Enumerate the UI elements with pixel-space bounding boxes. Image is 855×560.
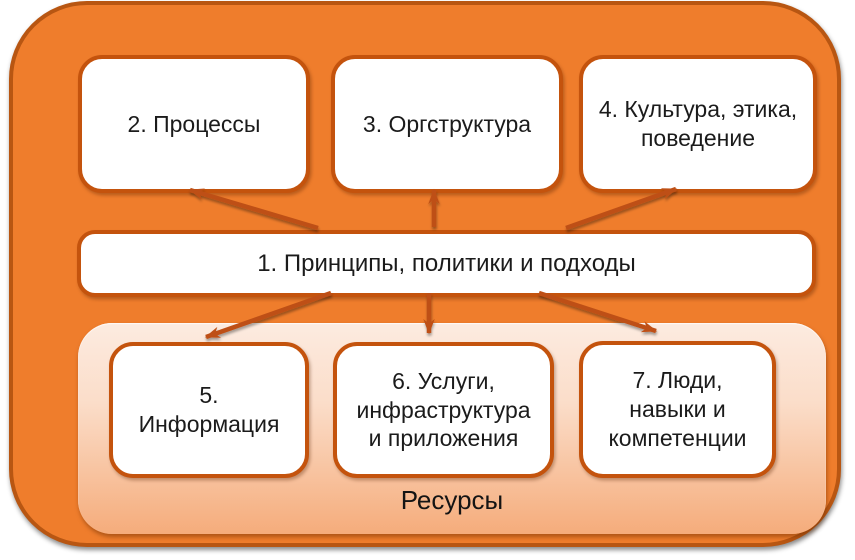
box-services-infrastructure-apps: 6. Услуги, инфраструктура и приложения bbox=[333, 342, 554, 478]
resources-group-label: Ресурсы bbox=[400, 485, 504, 515]
box-services-infrastructure-apps-label: 6. Услуги, инфраструктура и приложения bbox=[356, 367, 531, 452]
box-information: 5. Информация bbox=[109, 342, 309, 478]
governance-enablers-container: 2. Процессы 3. Оргструктура 4. Культура,… bbox=[9, 1, 841, 547]
box-culture-ethics-behavior-label: 4. Культура, этика, поведение bbox=[598, 96, 798, 151]
box-principles-policies-label: 1. Принципы, политики и подходы bbox=[257, 249, 636, 277]
box-processes: 2. Процессы bbox=[78, 55, 310, 193]
box-people-skills-competencies: 7. Люди, навыки и компетенции bbox=[579, 341, 776, 478]
box-principles-policies: 1. Принципы, политики и подходы bbox=[77, 230, 816, 297]
box-culture-ethics-behavior: 4. Культура, этика, поведение bbox=[579, 55, 817, 193]
box-org-structure-label: 3. Оргструктура bbox=[362, 110, 532, 137]
box-processes-label: 2. Процессы bbox=[127, 110, 261, 137]
box-people-skills-competencies-label: 7. Люди, навыки и компетенции bbox=[608, 367, 747, 451]
box-org-structure: 3. Оргструктура bbox=[331, 55, 563, 193]
box-information-label: 5. Информация bbox=[138, 382, 280, 437]
